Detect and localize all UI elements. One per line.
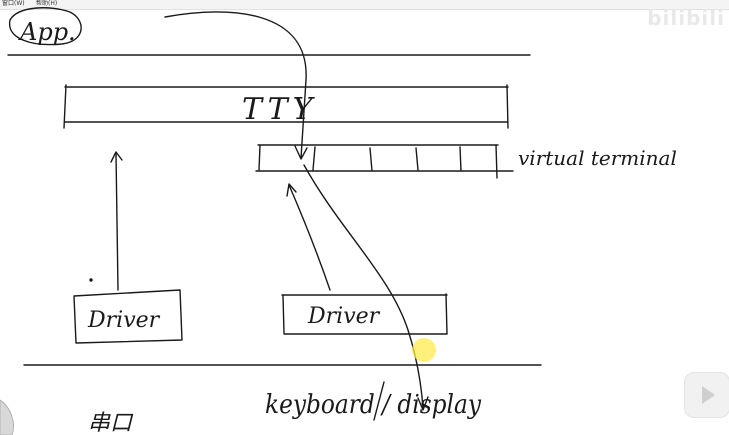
keyboard-display-label: keyboard / display — [265, 390, 481, 420]
driver-right-box — [281, 293, 448, 335]
tty-label: TTY — [242, 92, 317, 127]
play-icon — [702, 386, 715, 404]
corner-fragment — [0, 399, 14, 435]
driver-right-to-terminal-arrow — [288, 184, 331, 291]
tty-box — [63, 84, 509, 129]
virtual-terminal-label: virtual terminal — [518, 146, 677, 170]
menu-item-window[interactable]: 窗口(W) — [2, 0, 25, 7]
keyboard-display-slash — [373, 381, 385, 421]
virtual-terminal-box — [255, 144, 514, 179]
app-to-terminal-curve — [164, 11, 307, 159]
bilibili-watermark: bilibili — [647, 6, 725, 30]
menu-item-help[interactable]: 帮助(H) — [36, 0, 58, 7]
terminal-to-display-curve — [303, 164, 424, 409]
driver-left-label: Driver — [87, 308, 161, 333]
menu-bar: 窗口(W) 帮助(H) — [0, 0, 729, 10]
app-ellipse — [8, 7, 82, 46]
driver-right-label: Driver — [307, 304, 381, 329]
driver-left-box — [73, 289, 183, 344]
cursor-highlight — [412, 338, 436, 362]
terminal-to-display-arrowhead — [417, 396, 429, 411]
app-label: App. — [18, 18, 76, 46]
play-button[interactable] — [684, 372, 729, 418]
driver-left-to-tty-arrow — [115, 152, 119, 291]
bottom-left-label: 串口 — [88, 411, 134, 435]
app-to-terminal-arrowhead — [294, 145, 308, 160]
